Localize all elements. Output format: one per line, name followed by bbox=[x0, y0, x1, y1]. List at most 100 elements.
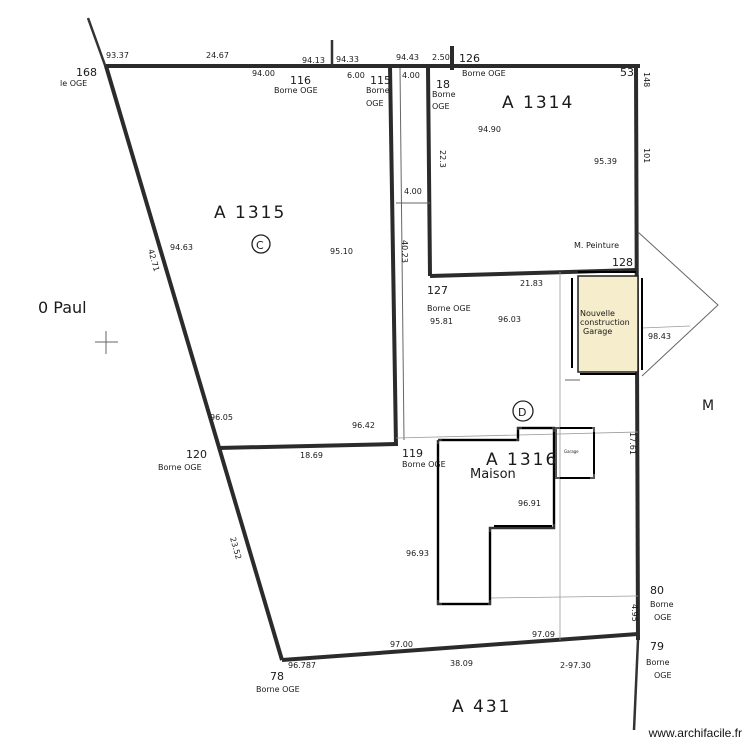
dim-21-83: 21.83 bbox=[520, 279, 543, 288]
point-79: 79 bbox=[650, 640, 664, 653]
point-115-borne: Borne bbox=[366, 86, 390, 95]
elev-95-10: 95.10 bbox=[330, 247, 353, 256]
point-79-borne: Borne bbox=[646, 658, 670, 667]
elev-96-42: 96.42 bbox=[352, 421, 375, 430]
dim-22-3: 22.3 bbox=[438, 150, 447, 168]
point-79-oge: OGE bbox=[654, 671, 672, 680]
point-126-sub: Borne OGE bbox=[462, 69, 506, 78]
new-garage-label-3: Garage bbox=[583, 327, 612, 336]
dim-38-09: 38.09 bbox=[450, 659, 473, 668]
elev-95-81: 95.81 bbox=[430, 317, 453, 326]
elev-94-43: 94.43 bbox=[396, 53, 419, 62]
dim-18-69: 18.69 bbox=[300, 451, 323, 460]
point-128: 128 bbox=[612, 256, 633, 269]
marker-d: D bbox=[518, 406, 526, 419]
point-127: 127 bbox=[427, 284, 448, 297]
point-18: 18 bbox=[436, 78, 450, 91]
dim-4-95: 4.95 bbox=[630, 604, 639, 622]
label-paul: 0 Paul bbox=[38, 298, 87, 317]
point-120: 120 bbox=[186, 448, 207, 461]
marker-c-circle bbox=[251, 234, 271, 254]
elev-94-33: 94.33 bbox=[336, 55, 359, 64]
point-126: 126 bbox=[459, 52, 480, 65]
elev-96-91: 96.91 bbox=[518, 499, 541, 508]
boundary-a1314-west bbox=[426, 67, 432, 277]
dim-4-00-mid: 4.00 bbox=[404, 187, 422, 196]
dim-17-61: 17.61 bbox=[628, 432, 637, 455]
point-119: 119 bbox=[402, 447, 423, 460]
small-garage-label: Garage bbox=[564, 449, 579, 454]
elev-95-39: 95.39 bbox=[594, 157, 617, 166]
dim-42-71: 42.71 bbox=[146, 248, 161, 272]
elev-94-00: 94.00 bbox=[252, 69, 275, 78]
survey-line-d bbox=[641, 325, 691, 329]
point-80-borne: Borne bbox=[650, 600, 674, 609]
point-78-sub: Borne OGE bbox=[256, 685, 300, 694]
elev-94-90: 94.90 bbox=[478, 125, 501, 134]
point-80-oge: OGE bbox=[654, 613, 672, 622]
new-garage-label-2: construction bbox=[580, 318, 630, 327]
dim-23-52: 23.52 bbox=[228, 536, 243, 560]
boundary-east-ext bbox=[632, 639, 640, 731]
boundary-a1315-east-inner bbox=[399, 67, 405, 441]
elev-98-43: 98.43 bbox=[648, 332, 671, 341]
dim-2-50: 2.50 bbox=[432, 53, 450, 62]
elev-96-03: 96.03 bbox=[498, 315, 521, 324]
boundary-points: 168 116 Borne OGE 115 Borne OGE 18 Borne… bbox=[76, 52, 674, 694]
dim-24-67: 24.67 bbox=[206, 51, 229, 60]
boundary-top-left bbox=[86, 17, 108, 69]
point-120-sub: Borne OGE bbox=[158, 463, 202, 472]
dim-148: 148 bbox=[642, 72, 651, 87]
parcel-a1316: A 1316 bbox=[486, 450, 558, 470]
dim-101: 101 bbox=[642, 148, 651, 163]
label-m-right: M bbox=[702, 398, 714, 414]
label-peinture: M. Peinture bbox=[574, 241, 619, 250]
label-maison: Maison bbox=[470, 467, 516, 482]
point-115-oge: OGE bbox=[366, 99, 384, 108]
elev-96-05: 96.05 bbox=[210, 413, 233, 422]
elev-96-787: 96.787 bbox=[288, 661, 316, 670]
elev-94-63: 94.63 bbox=[170, 243, 193, 252]
dim-4-00-top: 4.00 bbox=[402, 71, 420, 80]
dimensions: 93.37 24.67 6.00 4.00 2.50 4.00 22.3 40.… bbox=[106, 51, 651, 668]
parcel-boundaries bbox=[86, 17, 719, 731]
point-116-sub: Borne OGE bbox=[274, 86, 318, 95]
point-127-sub: Borne OGE bbox=[427, 304, 471, 313]
point-53: 53 bbox=[620, 66, 634, 79]
point-78: 78 bbox=[270, 670, 284, 683]
point-80: 80 bbox=[650, 584, 664, 597]
boundary-mid bbox=[217, 442, 397, 450]
marker-d-circle bbox=[512, 400, 534, 422]
elev-97-30: 2-97.30 bbox=[560, 661, 591, 670]
parcel-a431: A 431 bbox=[452, 697, 511, 717]
point-18-oge: OGE bbox=[432, 102, 450, 111]
boundary-a1315-east bbox=[388, 65, 398, 447]
parcel-a1315: A 1315 bbox=[214, 203, 286, 223]
watermark: www.archifacile.fr bbox=[648, 726, 742, 740]
point-119-sub: Borne OGE bbox=[402, 460, 446, 469]
boundary-east-wedge bbox=[637, 231, 719, 377]
marker-c: C bbox=[256, 239, 264, 252]
elev-97-00: 97.00 bbox=[390, 640, 413, 649]
point-168: 168 bbox=[76, 66, 97, 79]
parcel-a1314: A 1314 bbox=[502, 93, 574, 113]
dim-93-37: 93.37 bbox=[106, 51, 129, 60]
dimension-arrows[interactable] bbox=[437, 271, 643, 605]
new-garage-label-1: Nouvelle bbox=[580, 309, 615, 318]
new-garage-fill bbox=[577, 275, 639, 373]
dim-40-23: 40.23 bbox=[400, 240, 409, 263]
point-116: 116 bbox=[290, 74, 311, 87]
boundary-west bbox=[104, 65, 284, 661]
point-115: 115 bbox=[370, 74, 391, 87]
elev-97-09: 97.09 bbox=[532, 630, 555, 639]
boundary-south bbox=[281, 632, 639, 662]
survey-line-c bbox=[489, 595, 639, 599]
elev-96-93: 96.93 bbox=[406, 549, 429, 558]
elev-94-13: 94.13 bbox=[302, 56, 325, 65]
label-oge-left: le OGE bbox=[60, 79, 87, 88]
new-garage: Nouvelle construction Garage bbox=[577, 275, 639, 373]
elevations: 94.00 94.13 94.33 94.43 94.90 95.39 94.6… bbox=[170, 53, 671, 670]
point-18-borne: Borne bbox=[432, 90, 456, 99]
dim-6-00: 6.00 bbox=[347, 71, 365, 80]
